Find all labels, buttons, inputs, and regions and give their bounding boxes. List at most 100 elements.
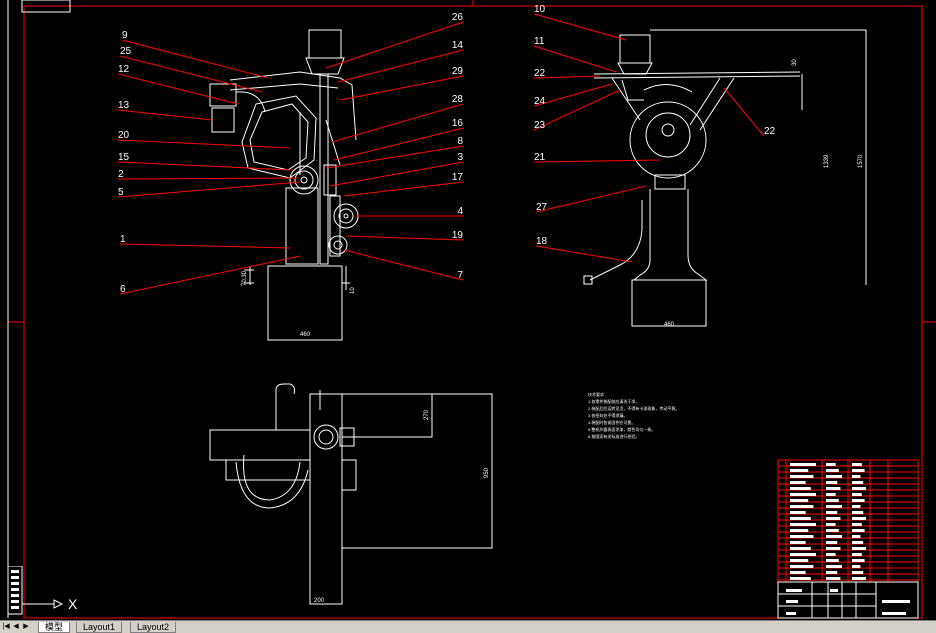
dim-left-height-b: 10	[350, 287, 356, 294]
leader-line	[121, 39, 269, 79]
parts-list-text	[826, 559, 839, 562]
callout-number: 3	[457, 152, 463, 163]
parts-list-text	[826, 529, 839, 532]
parts-list-text	[790, 571, 806, 574]
leader-line	[723, 87, 765, 137]
parts-list-text	[826, 565, 842, 568]
parts-list-text	[852, 469, 865, 472]
parts-list-text	[852, 475, 861, 478]
callout-number: 22	[534, 68, 546, 79]
parts-list-text	[790, 487, 811, 490]
tab-model[interactable]: 模型	[38, 622, 71, 633]
callout-number: 10	[534, 4, 546, 15]
dim-bottom-height-b: 950	[484, 467, 490, 478]
leader-line	[343, 181, 464, 197]
leader-line	[535, 245, 633, 263]
leader-line	[117, 109, 213, 121]
note-line: 6.按国家有关标准进行检验。	[588, 433, 639, 439]
note-line: 4.装配时各紧固件应可靠。	[588, 419, 635, 425]
parts-list-text	[790, 553, 816, 556]
leader-line	[339, 75, 464, 101]
dim-right-offset: 30	[792, 59, 798, 66]
leader-line	[345, 235, 464, 241]
callout-number: 29	[452, 66, 464, 77]
leader-line	[117, 161, 293, 171]
parts-list-text	[790, 505, 814, 508]
tab-nav-prev[interactable]: ◀	[13, 623, 19, 630]
leader-line	[533, 75, 601, 79]
parts-list-text	[852, 487, 866, 490]
parts-list-text	[790, 547, 811, 550]
callout-number: 5	[118, 187, 124, 198]
parts-list-text	[826, 547, 841, 550]
callout-number: 26	[452, 12, 464, 23]
parts-list-text	[852, 577, 866, 580]
callout-number: 24	[534, 96, 546, 107]
leader-line	[117, 177, 299, 180]
callout-number: 15	[118, 152, 130, 163]
parts-list-text	[852, 463, 862, 466]
callout-number: 22	[764, 126, 776, 137]
callout-number: 18	[536, 236, 548, 247]
callout-number: 28	[452, 94, 464, 105]
parts-list-text	[852, 559, 865, 562]
title-block-text	[830, 589, 838, 592]
parts-list-text	[852, 547, 866, 550]
parts-list-text	[826, 517, 841, 520]
parts-list-text	[826, 499, 839, 502]
parts-list-text	[852, 493, 862, 496]
tab-nav-next[interactable]: ▶	[23, 623, 29, 630]
dim-right-base: 460	[664, 322, 675, 328]
parts-list-text	[826, 463, 836, 466]
parts-list-text	[852, 481, 864, 484]
note-line: 1.各零件装配前应清洗干净。	[588, 398, 639, 404]
parts-list-text	[790, 511, 806, 514]
layout-tab-bar: |◀ ◀ ▶ 模型 Layout1 Layout2	[0, 620, 936, 633]
title-block-text	[882, 600, 910, 603]
parts-list-text	[790, 523, 816, 526]
parts-list-text	[826, 511, 838, 514]
callout-number: 8	[457, 136, 463, 147]
dim-right-height-a: 1339	[824, 154, 830, 168]
parts-list-text	[790, 475, 814, 478]
title-block-text	[882, 612, 906, 615]
callout-number: 6	[120, 284, 126, 295]
leader-line	[337, 49, 464, 83]
callout-number: 7	[457, 270, 463, 281]
leader-line	[333, 127, 464, 161]
tab-layout2[interactable]: Layout2	[130, 622, 177, 633]
parts-list-text	[852, 499, 865, 502]
callout-number: 16	[452, 118, 464, 129]
top-view	[209, 383, 493, 605]
parts-list-text	[826, 481, 838, 484]
parts-list-text	[826, 535, 842, 538]
dim-bottom-width: 200	[314, 598, 325, 604]
parts-list-text	[852, 523, 862, 526]
tab-nav-first[interactable]: |◀	[2, 623, 10, 630]
callout-number: 4	[457, 206, 463, 217]
note-line: 2.装配后应运转灵活，不得有卡滞现象，传动平稳。	[588, 405, 679, 411]
parts-list-text	[852, 571, 864, 574]
parts-list-text	[852, 565, 861, 568]
ucs-x-label: X	[68, 596, 78, 612]
callout-number: 21	[534, 152, 546, 163]
leader-line	[325, 145, 464, 169]
dim-left-height-a: 70.30	[242, 270, 248, 286]
parts-list-text	[826, 469, 839, 472]
leader-line	[533, 159, 661, 163]
tab-layout1[interactable]: Layout1	[76, 622, 123, 633]
leader-line	[119, 255, 301, 295]
parts-list-text	[790, 541, 806, 544]
callout-number: 2	[118, 169, 124, 180]
leader-line	[343, 249, 464, 281]
title-block-text	[786, 589, 802, 592]
parts-list-text	[790, 529, 809, 532]
leader-line	[535, 185, 647, 213]
leader-line	[119, 243, 291, 249]
parts-list-text	[790, 535, 814, 538]
parts-list-text	[852, 541, 864, 544]
parts-list-text	[790, 499, 809, 502]
parts-list-text	[852, 511, 864, 514]
callout-number: 19	[452, 230, 464, 241]
